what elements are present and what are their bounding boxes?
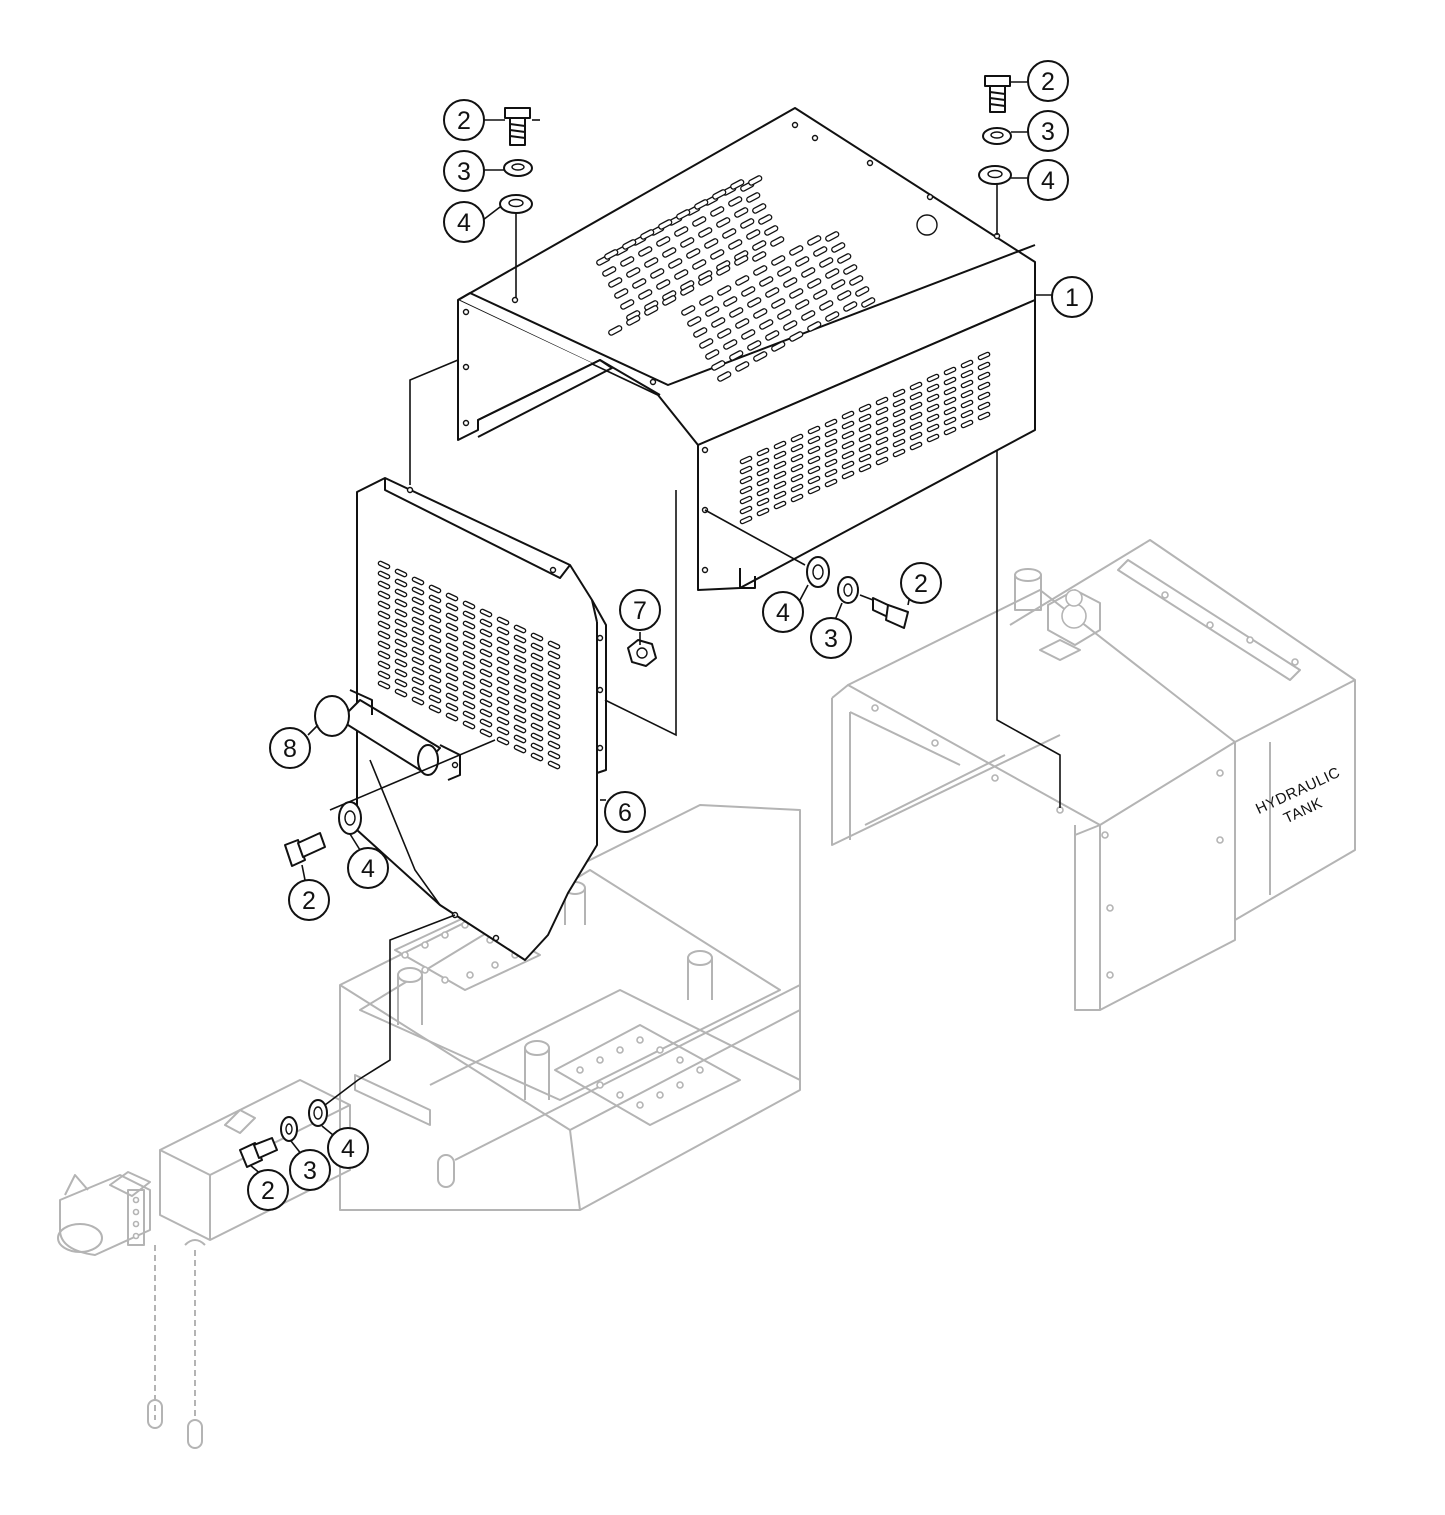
callout-2-text: 2: [1041, 68, 1055, 96]
callout-2: 2: [247, 1169, 289, 1211]
callout-1-text: 1: [1065, 284, 1079, 312]
callout-7: 7: [619, 589, 661, 631]
callout-8: 8: [269, 727, 311, 769]
callout-6-text: 6: [618, 799, 632, 827]
trailer-frame-ghost: [339, 804, 801, 1211]
callout-3: 3: [443, 150, 485, 192]
callout-4: 4: [443, 201, 485, 243]
callout-3-text: 3: [824, 625, 838, 653]
nut-item-7: [627, 639, 657, 667]
callout-3-text: 3: [303, 1157, 317, 1185]
callout-3: 3: [289, 1149, 331, 1191]
callout-2-text: 2: [261, 1177, 275, 1205]
side-vent-slots: [739, 351, 991, 525]
callout-2: 2: [900, 562, 942, 604]
callouts: 1 2 3 4 2 3 4 2: [247, 60, 1093, 1211]
callout-3-text: 3: [457, 158, 471, 186]
callout-3: 3: [810, 617, 852, 659]
callout-4: 4: [1027, 159, 1069, 201]
callout-6: 6: [604, 791, 646, 833]
callout-4-text: 4: [1041, 167, 1055, 195]
bolt-top-right: [984, 75, 1011, 113]
callout-4-text: 4: [776, 599, 790, 627]
hitch-tongue-ghost: [57, 1074, 431, 1449]
callout-3: 3: [1027, 110, 1069, 152]
callout-8-text: 8: [283, 735, 297, 763]
hydraulic-tank-ghost: HYDRAULIC TANK: [831, 539, 1356, 1011]
callout-2: 2: [288, 879, 330, 921]
item-6-front-grille-panel: [356, 477, 607, 961]
bolt-lower-left: [284, 832, 326, 867]
grille-slots: [377, 560, 561, 770]
bolt-hitch: [239, 1137, 278, 1168]
assembly-lines: [249, 81, 1061, 1176]
item-1-enclosure-cover: [457, 107, 1036, 591]
callout-7-text: 7: [633, 597, 647, 625]
callout-2: 2: [443, 99, 485, 141]
callout-4: 4: [347, 847, 389, 889]
bolt-top-left: [504, 107, 531, 146]
callout-4-text: 4: [341, 1135, 355, 1163]
callout-2-text: 2: [457, 107, 471, 135]
item-8-handle: [314, 689, 461, 781]
callout-3-text: 3: [1041, 118, 1055, 146]
callout-4: 4: [327, 1127, 369, 1169]
callout-4: 4: [762, 591, 804, 633]
callout-4-text: 4: [361, 855, 375, 883]
callout-4-text: 4: [457, 209, 471, 237]
callout-1: 1: [1051, 276, 1093, 318]
bolt-side: [872, 597, 909, 629]
callout-2: 2: [1027, 60, 1069, 102]
fasteners: [239, 75, 1012, 1168]
callout-2-text: 2: [914, 570, 928, 598]
callout-2-text: 2: [302, 887, 316, 915]
top-vent-slots-left: [596, 174, 786, 337]
